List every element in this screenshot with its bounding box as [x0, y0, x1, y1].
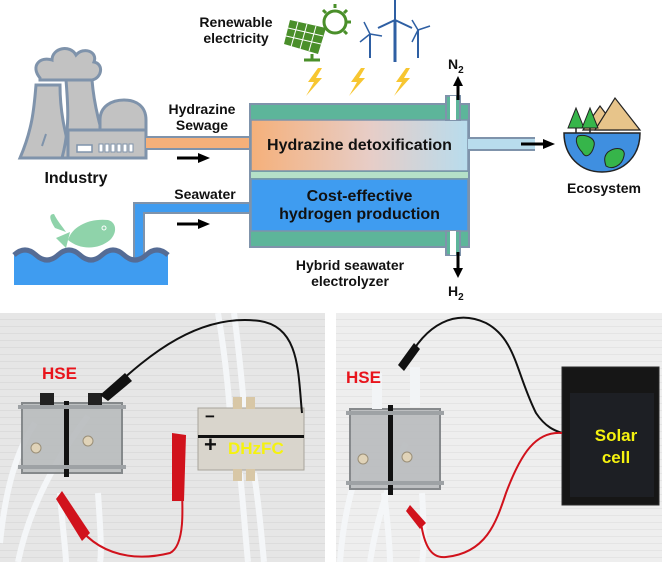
n2-label: N2: [448, 56, 472, 79]
dhzfc-minus-symbol: −: [205, 407, 215, 426]
schematic-graphics: [12, 0, 642, 285]
dhzfc-plus-symbol: +: [204, 432, 217, 457]
red-wire: [420, 431, 563, 559]
black-wire: [107, 319, 303, 414]
schematic-panel: Renewable electricity Industry Hydrazine…: [12, 0, 642, 306]
n2-subscript: 2: [458, 64, 464, 76]
black-clip: [398, 343, 420, 371]
hydrogen-chamber-label: Cost-effective hydrogen production: [251, 188, 468, 224]
photo-hse-solar-cell: HSE Solar cell: [336, 313, 662, 562]
photo-left-graphics: [0, 313, 305, 562]
h2-out-arrow-icon: [453, 252, 463, 278]
solar-panel-icon: [284, 4, 351, 62]
flow-arrow-icon: [521, 139, 555, 149]
industry-label: Industry: [44, 170, 108, 187]
solar-cell-inner: [570, 393, 654, 497]
industry-icon: [17, 47, 148, 160]
sea-fish-icon: [12, 214, 170, 285]
h2-label: H2: [448, 283, 472, 306]
solar-line-1: Solar: [594, 426, 638, 445]
electrolyzer-line-1: Hybrid seawater: [295, 257, 405, 273]
solar-line-2: cell: [601, 448, 631, 467]
electrolyzer-line-2: electrolyzer: [311, 273, 389, 289]
n2-symbol: N: [448, 56, 459, 72]
solar-cell-label: Solar cell: [576, 425, 656, 469]
lightning-bolt-icon: [306, 68, 410, 96]
dhzfc-label: DHzFC: [228, 439, 284, 458]
ecosystem-icon: [563, 96, 642, 173]
hydrazine-line-2: Sewage: [175, 117, 229, 133]
red-clip: [406, 505, 426, 529]
hydrazine-sewage-pipe: [146, 136, 250, 150]
h2-subscript: 2: [458, 291, 464, 303]
flow-arrow-icon: [177, 153, 210, 163]
hse-device: [346, 367, 444, 495]
hse-label: HSE: [346, 368, 381, 387]
treated-water-pipe: [468, 137, 535, 151]
hydrazine-sewage-label: Hydrazine Sewage: [157, 101, 247, 133]
ecosystem-label: Ecosystem: [567, 180, 641, 196]
wind-turbine-icon: [359, 0, 431, 62]
red-clip: [56, 491, 90, 541]
photo-right-graphics: [337, 316, 660, 562]
renewable-electricity-label: Renewable electricity: [186, 14, 286, 46]
hse-device: [18, 393, 126, 477]
dhzfc-device: [197, 397, 305, 481]
flow-arrow-icon: [177, 219, 210, 229]
red-clip: [172, 433, 186, 501]
hybrid-electrolyzer: [249, 95, 470, 256]
renewable-line-1: Renewable: [199, 14, 273, 30]
electrolyzer-label: Hybrid seawater electrolyzer: [270, 257, 430, 289]
photo-hse-dhzfc: HSE − + DHzFC: [0, 313, 325, 562]
hydrazine-line-1: Hydrazine: [168, 101, 236, 117]
hse-label: HSE: [42, 364, 77, 383]
n2-out-arrow-icon: [453, 76, 463, 100]
renewable-line-2: electricity: [203, 30, 269, 46]
black-wire: [405, 316, 563, 434]
detoxification-chamber-label: Hydrazine detoxification: [267, 137, 452, 154]
hydrogen-line-1: Cost-effective: [306, 188, 413, 205]
seawater-label: Seawater: [174, 186, 236, 202]
black-clip: [100, 373, 132, 401]
hydrogen-line-2: hydrogen production: [279, 206, 440, 223]
h2-symbol: H: [448, 283, 459, 299]
